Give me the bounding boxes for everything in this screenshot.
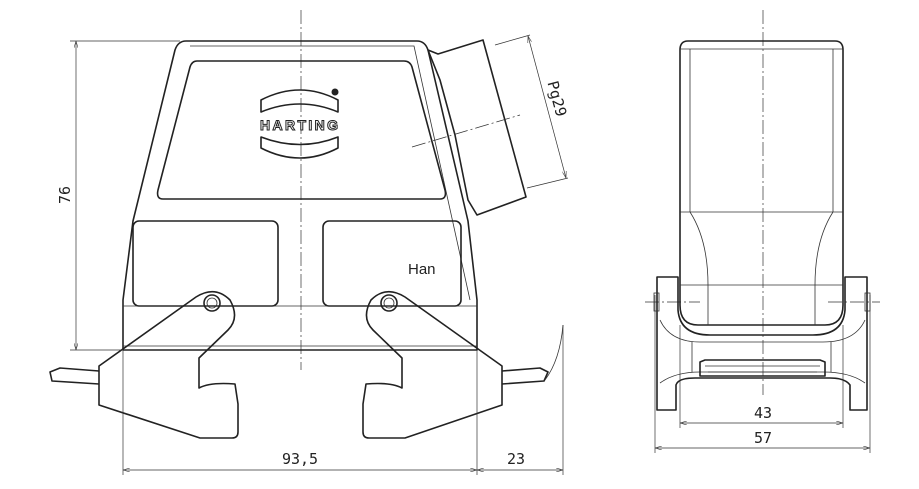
base-bracket xyxy=(656,276,868,411)
left-pivot-hole xyxy=(206,297,218,309)
harting-logo: HARTING xyxy=(260,88,339,159)
right-lever-body xyxy=(362,290,503,439)
logo-text: HARTING xyxy=(260,117,338,133)
housing-edge xyxy=(190,45,471,301)
right-pivot-pin xyxy=(380,294,398,312)
thread-dim-label: Pg29 xyxy=(543,79,570,119)
dimension-76: 76 xyxy=(56,40,180,351)
left-pivot-pin xyxy=(203,294,221,312)
front-view: HARTING Han 76 xyxy=(49,10,570,475)
registered-mark xyxy=(331,88,339,96)
slot-detail xyxy=(705,365,820,373)
left-lever-tab xyxy=(49,367,100,385)
outer-width-dim-label: 57 xyxy=(754,429,772,447)
side-view: 43 57 xyxy=(645,10,880,453)
right-pivot-hole xyxy=(383,297,395,309)
left-lever-body xyxy=(98,290,239,439)
logo-upper-arc xyxy=(260,89,339,113)
right-window xyxy=(322,220,462,307)
logo-lower-arc xyxy=(260,136,339,159)
lever-swing-arc xyxy=(544,324,564,381)
top-recess xyxy=(156,60,447,200)
height-dim-label: 76 xyxy=(56,186,74,204)
inner-width-dim-label: 43 xyxy=(754,404,772,422)
dimension-43: 43 xyxy=(679,325,844,428)
lever-dim-label: 23 xyxy=(507,450,525,468)
housing-outline xyxy=(122,40,478,351)
housing-side-outline xyxy=(679,40,844,326)
cable-slot xyxy=(699,359,826,377)
width-dim-label: 93,5 xyxy=(282,450,318,468)
gland-centerline xyxy=(411,114,521,148)
han-mark: Han xyxy=(408,261,436,278)
right-lever-tab xyxy=(501,367,549,385)
dimension-pg29: Pg29 xyxy=(494,34,570,189)
left-pivot-stud xyxy=(653,292,660,312)
dimension-57: 57 xyxy=(654,295,871,453)
cable-gland xyxy=(427,39,527,216)
dimension-93-5: 93,5 xyxy=(122,350,478,475)
dimension-23: 23 xyxy=(477,325,564,475)
flare-lines xyxy=(689,211,834,325)
left-locking-lever[interactable] xyxy=(49,290,239,439)
bracket-curve xyxy=(659,319,866,343)
right-locking-lever[interactable] xyxy=(362,290,549,439)
